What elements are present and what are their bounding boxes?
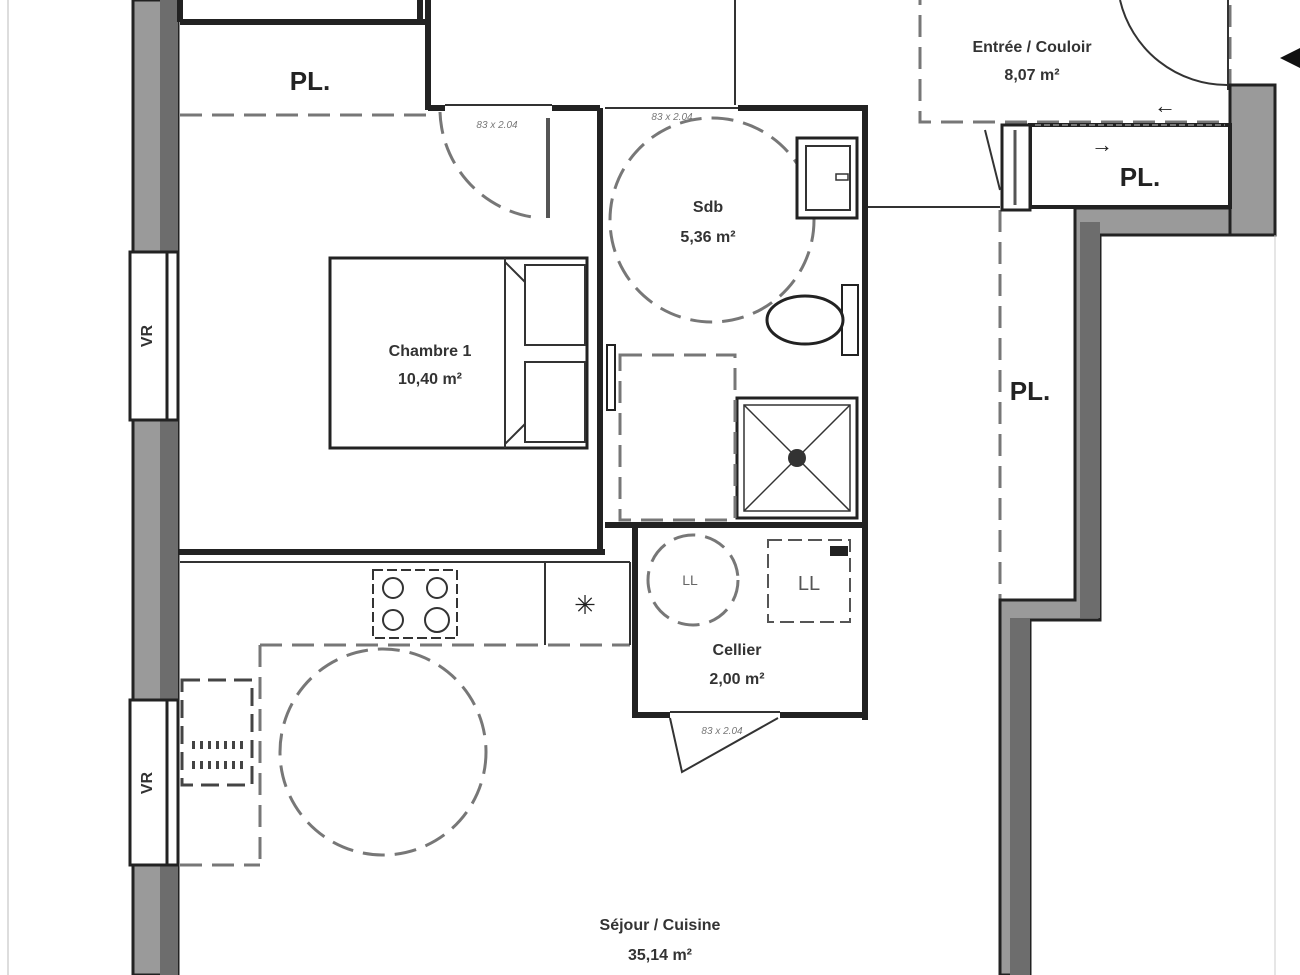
slide-right-arrow-icon: → xyxy=(1091,132,1113,157)
boiler-label: LL xyxy=(682,572,698,588)
room-area-sejour: 35,14 m² xyxy=(628,947,692,964)
turning-circle-sdb xyxy=(608,116,816,324)
clearance-zone xyxy=(618,353,737,522)
entrance-door-swing xyxy=(1119,0,1229,87)
room-area-cellier: 2,00 m² xyxy=(709,671,764,688)
boiler-circle xyxy=(646,533,740,627)
corridor-wall xyxy=(998,206,1277,975)
entrance-closet: ← → PL. xyxy=(984,93,1232,212)
window-bottom: VR xyxy=(128,698,180,867)
slide-left-arrow-icon: ← xyxy=(1154,93,1176,118)
sliding-door xyxy=(606,344,616,411)
room-name-sdb: Sdb xyxy=(693,199,723,216)
door-swing-chambre xyxy=(438,111,541,220)
closet-label-entree: PL. xyxy=(1120,162,1160,192)
window-top: VR xyxy=(128,250,180,422)
sink xyxy=(795,136,859,220)
room-area-chambre: 10,40 m² xyxy=(398,371,462,388)
washing-machine-panel xyxy=(830,546,848,556)
room-name-entree: Entrée / Couloir xyxy=(972,39,1091,56)
closet-top-left: PL. xyxy=(177,0,431,117)
kitchen-counter xyxy=(180,561,631,647)
room-area-entree: 8,07 m² xyxy=(1004,67,1059,84)
corridor-wall-inner xyxy=(1010,618,1030,975)
window-label: VR xyxy=(139,771,156,794)
room-name-cellier: Cellier xyxy=(713,642,762,659)
turning-circle-sejour xyxy=(278,647,488,857)
toilet xyxy=(765,284,859,356)
extractor-icon: ✳ xyxy=(574,590,596,620)
cooktop xyxy=(372,569,458,639)
right-facade-wall xyxy=(1228,83,1277,237)
door-swing-cellier xyxy=(669,717,779,774)
radiator xyxy=(180,678,254,787)
door-size-label: 83 x 2.04 xyxy=(476,120,518,131)
corridor-wall-inner xyxy=(1080,222,1100,618)
room-area-sdb: 5,36 m² xyxy=(680,229,735,246)
shower xyxy=(735,396,859,520)
washing-machine-label: LL xyxy=(798,573,820,595)
door-size-label: 83 x 2.04 xyxy=(701,726,743,737)
window-label: VR xyxy=(139,324,156,347)
entrance-dashed-area xyxy=(918,0,1232,124)
bed xyxy=(328,256,589,450)
closet-label-right: PL. xyxy=(1010,376,1050,406)
svg-text:PL.: PL. xyxy=(290,66,330,96)
room-name-chambre: Chambre 1 xyxy=(389,343,472,360)
entrance-arrow-icon xyxy=(1280,48,1300,68)
room-name-sejour: Séjour / Cuisine xyxy=(600,917,721,934)
door-size-label: 83 x 2.04 xyxy=(651,112,693,123)
